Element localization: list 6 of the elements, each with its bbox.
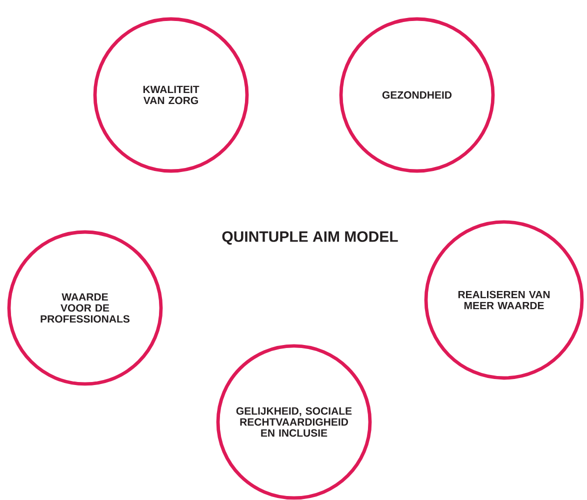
title: QUINTUPLE AIM MODEL — [222, 231, 398, 245]
circle-node: GEZONDHEID — [339, 17, 495, 173]
circle-node: WAARDE VOOR DE PROFESSIONALS — [7, 230, 163, 386]
circle-node: KWALITEIT VAN ZORG — [93, 17, 249, 173]
circle-node: GELIJKHEID, SOCIALE RECHTVAARDIGHEID EN INCLUSIE — [216, 344, 372, 500]
circle-node: REALISEREN VAN MEER WAARDE — [424, 220, 584, 380]
